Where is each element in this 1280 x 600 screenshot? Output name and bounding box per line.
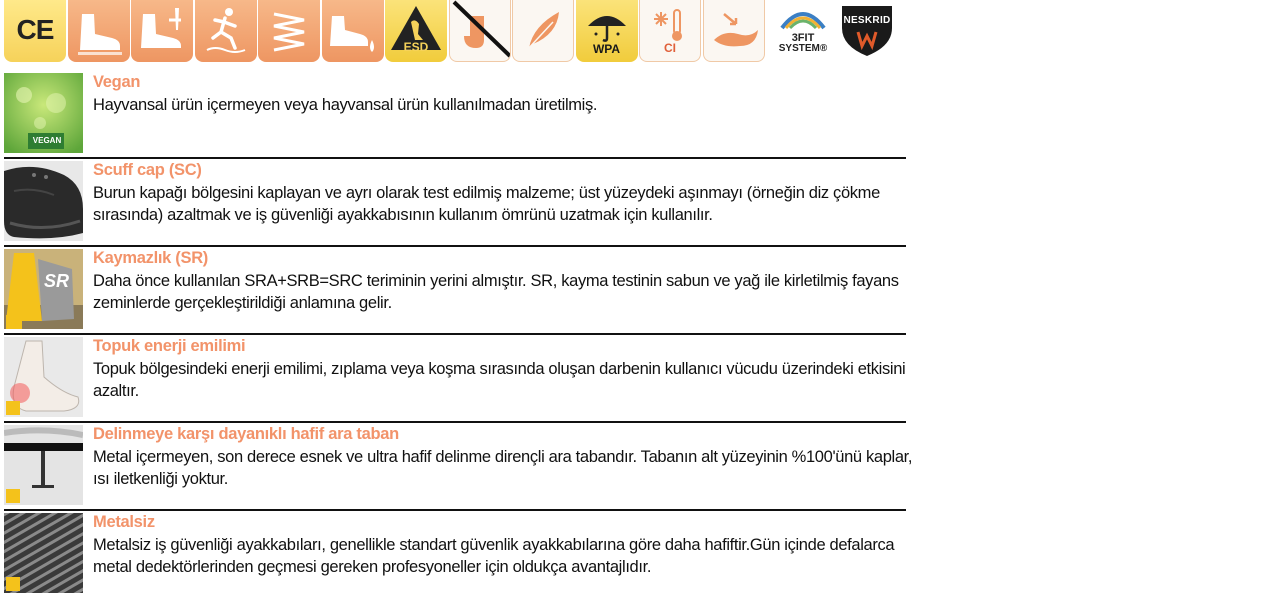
heel-energy-spring-icon xyxy=(258,0,320,62)
feature-title: Kaymazlık (SR) xyxy=(93,249,209,267)
feature-title: Metalsiz xyxy=(93,513,155,531)
vegan-badge: VEGAN xyxy=(32,136,62,145)
certification-icon-strip: CE ESD WPA CI xyxy=(4,0,766,62)
no-metal-crossed-icon xyxy=(448,0,511,62)
penetration-boot-icon xyxy=(131,0,193,62)
row-divider xyxy=(4,509,906,511)
fabric-weave-icon xyxy=(4,513,83,593)
feature-title: Topuk enerji emilimi xyxy=(93,337,246,355)
ci-label: CI xyxy=(664,41,676,55)
3fit-logo-line2: SYSTEM® xyxy=(778,43,828,54)
feature-title: Scuff cap (SC) xyxy=(93,161,202,179)
ce-label: CE xyxy=(16,14,55,45)
feature-description: Metal içermeyen, son derece esnek ve ult… xyxy=(93,448,913,488)
nail-sole-icon xyxy=(4,425,83,505)
neskrid-label: NESKRID xyxy=(843,15,891,26)
insole-comfort-icon xyxy=(702,0,765,62)
vegan-leaf-icon: VEGAN xyxy=(4,73,83,153)
feature-description: Burun kapağı bölgesini kaplayan ve ayrı … xyxy=(93,184,880,224)
lightweight-feather-icon xyxy=(512,0,574,62)
3fit-logo-line1: 3FIT xyxy=(791,32,815,44)
neskrid-shield-logo: NESKRID xyxy=(836,2,898,58)
wpa-umbrella-icon: WPA xyxy=(575,0,638,62)
water-resistant-boot-icon xyxy=(321,0,384,62)
feature-description: Metalsiz iş güvenliği ayakkabıları, gene… xyxy=(93,536,895,576)
wet-floor-sign-icon: SR xyxy=(4,249,83,329)
slip-resistance-icon xyxy=(194,0,257,62)
esd-icon: ESD xyxy=(385,0,447,62)
row-divider xyxy=(4,157,906,159)
cold-insulation-icon: CI xyxy=(639,0,701,62)
wpa-label: WPA xyxy=(592,42,621,56)
feature-description: Hayvansal ürün içermeyen veya hayvansal … xyxy=(93,96,598,114)
3fit-system-logo: 3FIT SYSTEM® xyxy=(774,0,832,62)
feature-title: Vegan xyxy=(93,73,141,91)
row-divider xyxy=(4,245,906,247)
esd-label: ESD xyxy=(403,40,429,54)
sr-badge: SR xyxy=(44,271,70,291)
foot-heel-icon xyxy=(4,337,83,417)
feature-description: Daha önce kullanılan SRA+SRB=SRC terimin… xyxy=(93,272,899,312)
row-divider xyxy=(4,421,906,423)
row-divider xyxy=(4,333,906,335)
feature-description: Topuk bölgesindeki enerji emilimi, zıpla… xyxy=(93,360,906,400)
feature-title: Delinmeye karşı dayanıklı hafif ara taba… xyxy=(93,425,399,443)
boot-toe-icon xyxy=(4,161,83,241)
ce-mark-icon: CE xyxy=(4,0,66,62)
toe-impact-boot-icon xyxy=(67,0,130,62)
